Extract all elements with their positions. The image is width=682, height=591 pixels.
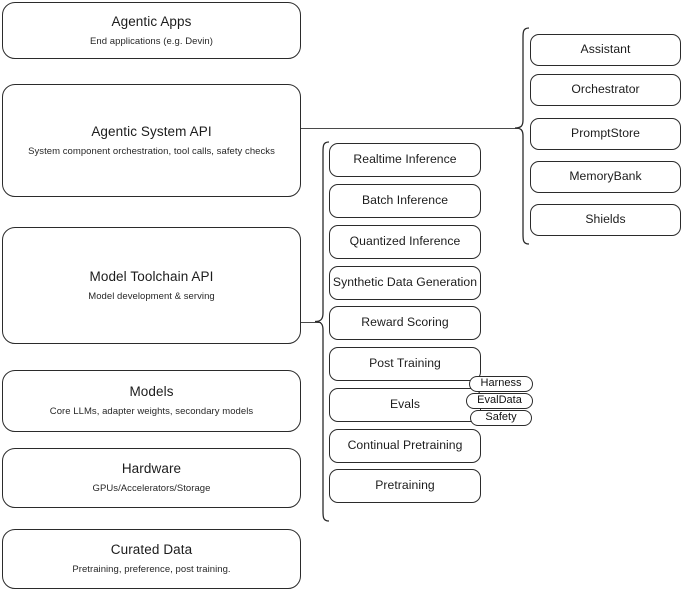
- capability-label: Continual Pretraining: [347, 438, 463, 453]
- capability-label: Evals: [389, 397, 421, 412]
- layer-title: Hardware: [121, 461, 182, 477]
- capability-label: Realtime Inference: [353, 152, 457, 167]
- component-label: PromptStore: [571, 126, 640, 141]
- component-box-memorybank[interactable]: MemoryBank: [530, 161, 681, 193]
- layer-box-agentic-system-api[interactable]: Agentic System API System component orch…: [2, 84, 301, 197]
- capability-label: Quantized Inference: [349, 234, 461, 249]
- capability-label: Synthetic Data Generation: [332, 275, 478, 290]
- layer-subtitle: Model development & serving: [88, 290, 215, 302]
- capability-box-reward-scoring[interactable]: Reward Scoring: [329, 306, 481, 340]
- component-box-orchestrator[interactable]: Orchestrator: [530, 74, 681, 106]
- capability-label: Pretraining: [375, 478, 435, 493]
- layer-title: Models: [129, 384, 174, 400]
- component-label: MemoryBank: [569, 169, 642, 184]
- eval-pill-evaldata[interactable]: EvalData: [466, 393, 533, 409]
- brace-toolchain-capabilities: [314, 141, 330, 522]
- capability-box-post-training[interactable]: Post Training: [329, 347, 481, 381]
- layer-subtitle: End applications (e.g. Devin): [90, 35, 213, 47]
- layer-subtitle: GPUs/Accelerators/Storage: [92, 483, 211, 494]
- capability-box-continual-pretraining[interactable]: Continual Pretraining: [329, 429, 481, 463]
- capability-box-evals[interactable]: Evals: [329, 388, 481, 422]
- capability-box-realtime-inference[interactable]: Realtime Inference: [329, 143, 481, 177]
- eval-pill-harness[interactable]: Harness: [469, 376, 533, 392]
- capability-label: Reward Scoring: [361, 315, 449, 330]
- layer-title: Model Toolchain API: [89, 268, 214, 284]
- capability-box-batch-inference[interactable]: Batch Inference: [329, 184, 481, 218]
- component-box-assistant[interactable]: Assistant: [530, 34, 681, 66]
- layer-title: Curated Data: [110, 542, 193, 558]
- layer-box-models[interactable]: Models Core LLMs, adapter weights, secon…: [2, 370, 301, 432]
- eval-pill-safety[interactable]: Safety: [470, 410, 532, 426]
- brace-system-components: [514, 27, 530, 245]
- layer-subtitle: Core LLMs, adapter weights, secondary mo…: [49, 406, 254, 417]
- connector-toolchain-to-capabilities: [301, 321, 321, 323]
- eval-pill-label: Harness: [480, 377, 522, 390]
- layer-subtitle: System component orchestration, tool cal…: [28, 145, 275, 157]
- layer-title: Agentic Apps: [111, 13, 192, 29]
- capability-box-quantized-inference[interactable]: Quantized Inference: [329, 225, 481, 259]
- layer-box-curated-data[interactable]: Curated Data Pretraining, preference, po…: [2, 529, 301, 589]
- capability-box-pretraining[interactable]: Pretraining: [329, 469, 481, 503]
- capability-box-synthetic-data-generation[interactable]: Synthetic Data Generation: [329, 266, 481, 300]
- layer-box-model-toolchain-api[interactable]: Model Toolchain API Model development & …: [2, 227, 301, 344]
- component-label: Assistant: [580, 42, 631, 57]
- connector-system-api-to-components: [301, 127, 518, 129]
- eval-pill-label: Safety: [485, 411, 517, 424]
- eval-pill-label: EvalData: [477, 394, 522, 407]
- capability-label: Post Training: [369, 356, 441, 371]
- layer-box-hardware[interactable]: Hardware GPUs/Accelerators/Storage: [2, 448, 301, 508]
- layer-box-agentic-apps[interactable]: Agentic Apps End applications (e.g. Devi…: [2, 2, 301, 59]
- component-label: Orchestrator: [571, 82, 640, 97]
- capability-label: Batch Inference: [361, 193, 449, 208]
- layer-subtitle: Pretraining, preference, post training.: [72, 564, 231, 575]
- component-label: Shields: [585, 212, 626, 227]
- component-box-promptstore[interactable]: PromptStore: [530, 118, 681, 150]
- layer-title: Agentic System API: [91, 123, 212, 139]
- component-box-shields[interactable]: Shields: [530, 204, 681, 236]
